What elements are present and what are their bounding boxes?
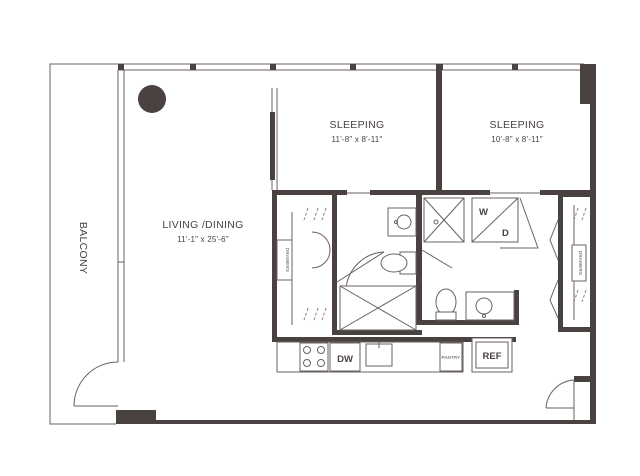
balcony-name: BALCONY xyxy=(77,222,89,274)
interior-walls xyxy=(270,70,590,342)
doors xyxy=(311,192,559,319)
pantry xyxy=(439,342,463,372)
drawers-right-label: DRAWERS xyxy=(578,251,583,275)
pantry-label: PANTRY xyxy=(441,355,460,360)
balcony-door-swing xyxy=(73,361,119,407)
window-wall-top xyxy=(118,63,596,104)
structural-column xyxy=(138,85,166,113)
balcony-area xyxy=(49,63,125,425)
closet-right: DRAWERS xyxy=(571,205,587,320)
drawers-left xyxy=(276,239,293,281)
drawers-left-label: DRAWERS xyxy=(285,248,290,272)
laundry: W D xyxy=(471,197,519,243)
sleeping-2-dims: 10'-8" x 8'-11" xyxy=(491,135,543,144)
kitchen: DW PANTRY REF xyxy=(276,337,513,373)
sleeping-1-name: SLEEPING xyxy=(330,119,385,131)
exterior-wall-bottom xyxy=(116,410,596,424)
dryer-label: D xyxy=(502,228,509,239)
toilet-1 xyxy=(380,253,408,273)
exterior-wall-right xyxy=(545,104,596,424)
living-name: LIVING /DINING xyxy=(162,219,243,231)
drawers-right xyxy=(571,244,587,282)
dishwasher xyxy=(329,342,361,372)
dishwasher-label: DW xyxy=(337,354,353,365)
washer-label: W xyxy=(479,207,488,218)
sleeping-2-name: SLEEPING xyxy=(490,119,545,131)
entry-door-swing xyxy=(545,379,575,409)
closet-left: DRAWERS xyxy=(276,207,327,325)
living-dims: 11'-1" x 25'-6" xyxy=(177,235,229,244)
bath-2 xyxy=(423,197,515,321)
column xyxy=(580,64,596,104)
bath-door xyxy=(336,251,385,283)
toilet-2 xyxy=(435,288,457,316)
room-labels: LIVING /DINING 11'-1" x 25'-6" SLEEPING … xyxy=(77,119,544,274)
bath-1 xyxy=(339,207,417,331)
sleeping-1-dims: 11'-8" x 8'-11" xyxy=(331,135,382,144)
refrigerator-label: REF xyxy=(483,351,502,362)
